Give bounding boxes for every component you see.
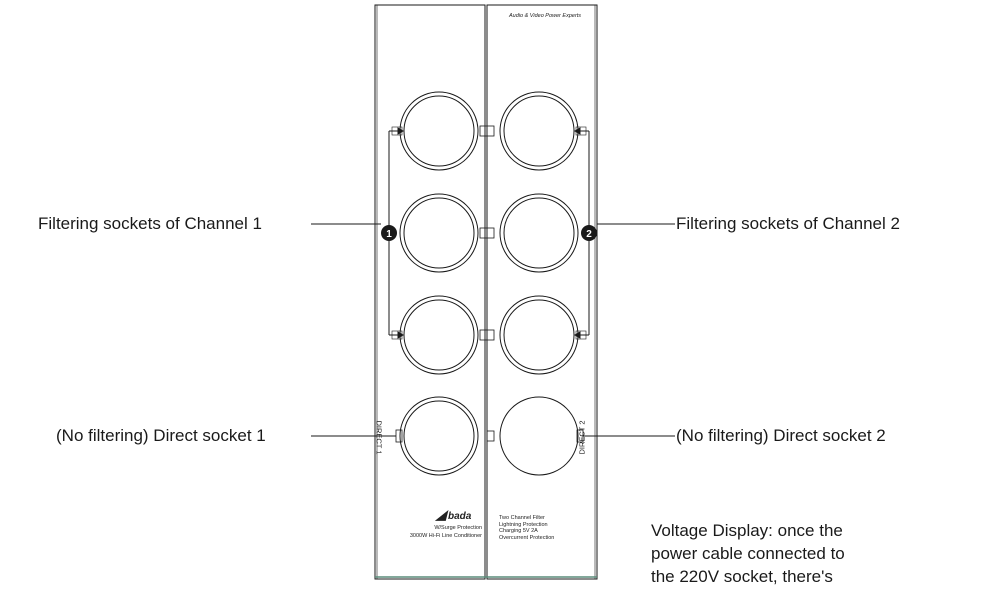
callout-direct1: (No filtering) Direct socket 1	[56, 426, 266, 445]
panel-left	[374, 4, 486, 580]
panel-right	[486, 4, 598, 580]
socket-direct-2	[486, 396, 584, 476]
socket-ch1-bottom	[399, 295, 488, 375]
brand-name: bada	[448, 511, 472, 522]
feature-list: Two Channel Filter Lightning Protection …	[499, 515, 554, 541]
socket-ch2-bottom	[486, 295, 579, 375]
feature-line-2: Lightning Protection	[499, 521, 548, 528]
channel-1-badge: 1	[381, 225, 397, 241]
product-line-2: 3000W Hi-Fi Line Conditioner	[409, 533, 482, 539]
socket-ch2-middle	[486, 193, 579, 273]
feature-line-4: Overcurrent Protection	[499, 534, 555, 541]
panel-tagline: Audio & Video Power Experts	[509, 13, 582, 19]
direct-1-label: DIRECT 1	[374, 420, 384, 455]
socket-direct-1	[395, 396, 479, 476]
feature-line-1: Two Channel Filter	[499, 515, 545, 521]
voltage-display-note: Voltage Display: once the power cable co…	[651, 519, 971, 588]
callout-ch2-filter: Filtering sockets of Channel 2	[676, 214, 900, 233]
product-line-1: W/Surge Protection	[434, 525, 482, 531]
feature-line-3: Charging 5V 2A	[499, 528, 538, 534]
channel-1-badge-text: 1	[386, 229, 392, 240]
socket-ch1-top	[399, 91, 488, 171]
callout-ch1-filter: Filtering sockets of Channel 1	[38, 214, 262, 233]
socket-ch1-middle	[399, 193, 488, 273]
direct-2-label: DIRECT 2	[577, 420, 587, 455]
socket-ch2-top	[486, 91, 579, 171]
brand-logo: ◢bada	[436, 507, 471, 523]
voltage-note-line2: power cable connected to	[651, 544, 845, 563]
brand-mark-icon: ◢	[436, 507, 446, 522]
channel-2-badge-text: 2	[586, 229, 592, 240]
channel-2-badge: 2	[581, 225, 597, 241]
voltage-note-line1: Voltage Display: once the	[651, 521, 843, 540]
product-description: W/Surge Protection 3000W Hi-Fi Line Cond…	[398, 524, 482, 540]
callout-direct2: (No filtering) Direct socket 2	[676, 426, 886, 445]
voltage-note-line3: the 220V socket, there's	[651, 567, 833, 586]
